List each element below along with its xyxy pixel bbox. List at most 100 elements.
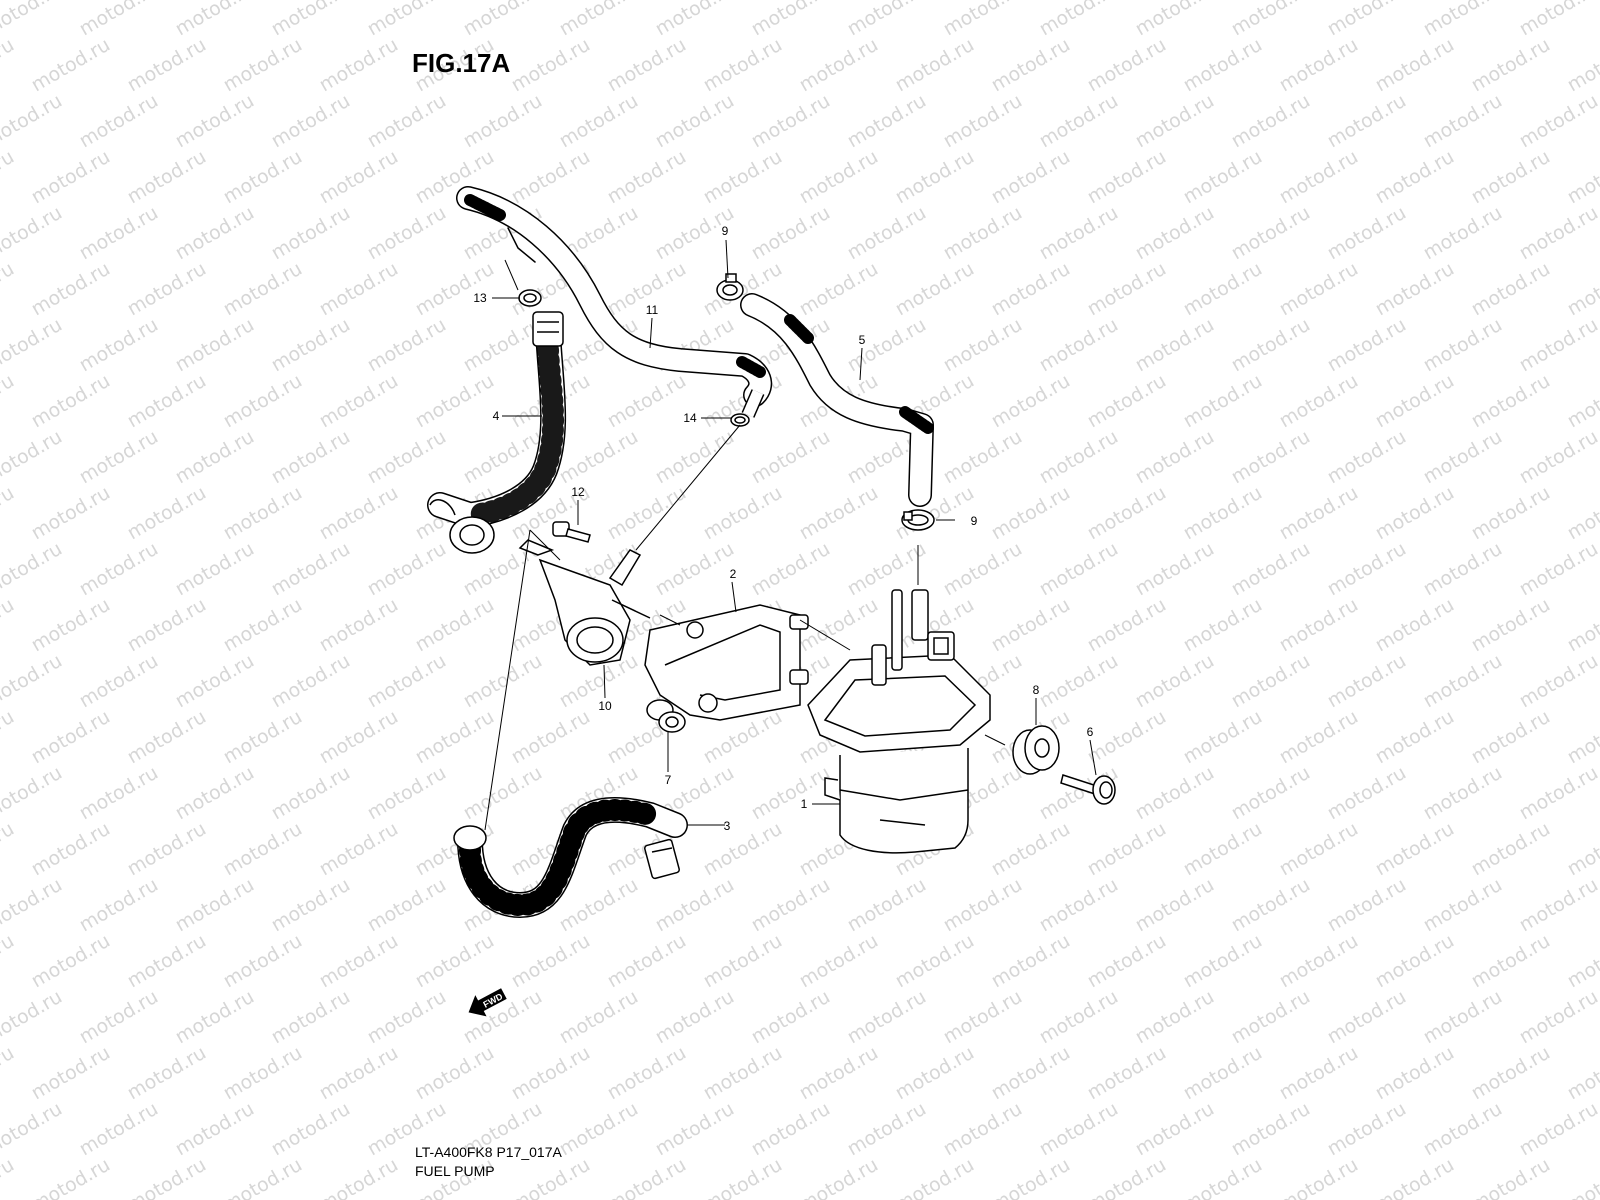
watermark-text: motod.ru (1564, 706, 1600, 769)
watermark-text: motod.ru (748, 874, 834, 937)
watermark-text: motod.ru (1084, 370, 1170, 433)
watermark-text: motod.ru (1228, 314, 1314, 377)
watermark-text: motod.ru (220, 146, 306, 209)
watermark-text: motod.ru (76, 202, 162, 265)
watermark-text: motod.ru (172, 90, 258, 153)
watermark-text: motod.ru (796, 930, 882, 993)
watermark-text: motod.ru (124, 706, 210, 769)
watermark-text: motod.ru (940, 90, 1026, 153)
watermark-text: motod.ru (652, 90, 738, 153)
section-name: FUEL PUMP (415, 1163, 495, 1179)
callout-9-upper: 9 (722, 224, 729, 238)
watermark-text: motod.ru (604, 370, 690, 433)
watermark-text: motod.ru (172, 538, 258, 601)
watermark-text: motod.ru (1420, 762, 1506, 825)
watermark-text: motod.ru (508, 1042, 594, 1105)
watermark-text: motod.ru (28, 1042, 114, 1105)
watermark-text: motod.ru (220, 482, 306, 545)
callout-2: 2 (730, 567, 737, 581)
watermark-text: motod.ru (1468, 706, 1554, 769)
watermark-text: motod.ru (172, 650, 258, 713)
watermark-text: motod.ru (1036, 202, 1122, 265)
watermark-text: motod.ru (1420, 90, 1506, 153)
watermark-text: motod.ru (940, 1098, 1026, 1161)
watermark-text: motod.ru (1228, 874, 1314, 937)
watermark-text: motod.ru (892, 1042, 978, 1105)
watermark-text: motod.ru (316, 34, 402, 97)
watermark-text: motod.ru (1564, 1154, 1600, 1200)
watermark-text: motod.ru (1468, 146, 1554, 209)
watermark-text: motod.ru (652, 538, 738, 601)
watermark-text: motod.ru (1420, 202, 1506, 265)
watermark-text: motod.ru (988, 34, 1074, 97)
callout-9-lower: 9 (971, 514, 978, 528)
watermark-text: motod.ru (172, 426, 258, 489)
watermark-text: motod.ru (1420, 0, 1506, 40)
watermark-text: motod.ru (604, 1154, 690, 1200)
watermark-text: motod.ru (508, 1154, 594, 1200)
watermark-text: motod.ru (364, 314, 450, 377)
watermark-text: motod.ru (796, 258, 882, 321)
clamp-13 (518, 289, 542, 307)
watermark-text: motod.ru (1564, 818, 1600, 881)
watermark-text: motod.ru (1180, 706, 1266, 769)
watermark-text: motod.ru (76, 650, 162, 713)
watermark-text: motod.ru (28, 930, 114, 993)
watermark-text: motod.ru (1276, 370, 1362, 433)
watermark-text: motod.ru (1036, 986, 1122, 1049)
clamp-9-lower (901, 509, 935, 531)
watermark-text: motod.ru (28, 146, 114, 209)
bolt-6 (1060, 774, 1116, 805)
figure-title: FIG.17A (412, 48, 511, 78)
watermark-text: motod.ru (988, 1154, 1074, 1200)
watermark-text: motod.ru (1276, 706, 1362, 769)
watermark-text: motod.ru (652, 986, 738, 1049)
watermark-text: motod.ru (1564, 1042, 1600, 1105)
watermark-text: motod.ru (652, 0, 738, 40)
watermark-text: motod.ru (412, 370, 498, 433)
watermark-text: motod.ru (1228, 426, 1314, 489)
callout-3: 3 (724, 819, 731, 833)
watermark-text: motod.ru (1372, 34, 1458, 97)
drawing-code: LT-A400FK8 P17_017A (415, 1144, 562, 1160)
watermark-text: motod.ru (844, 314, 930, 377)
watermark-text: motod.ru (988, 930, 1074, 993)
watermark-text: motod.ru (124, 1154, 210, 1200)
watermark-text: motod.ru (1228, 90, 1314, 153)
watermark-text: motod.ru (1228, 0, 1314, 40)
watermark-text: motod.ru (1420, 874, 1506, 937)
watermark-text: motod.ru (1276, 258, 1362, 321)
watermark-text: motod.ru (988, 818, 1074, 881)
watermark-text: motod.ru (892, 258, 978, 321)
watermark-text: motod.ru (1468, 1154, 1554, 1200)
watermark-text: motod.ru (1180, 1042, 1266, 1105)
watermark-text: motod.ru (28, 370, 114, 433)
watermark-text: motod.ru (0, 146, 18, 209)
watermark-text: motod.ru (1324, 874, 1410, 937)
watermark-text: motod.ru (1276, 482, 1362, 545)
callout-13: 13 (473, 291, 487, 305)
connector-3 (644, 838, 680, 880)
watermark-text: motod.ru (1564, 370, 1600, 433)
watermark-text: motod.ru (316, 818, 402, 881)
watermark-text: motod.ru (940, 314, 1026, 377)
watermark-text: motod.ru (124, 818, 210, 881)
callout-7: 7 (665, 773, 672, 787)
watermark-text: motod.ru (844, 90, 930, 153)
clamp-9-upper (716, 273, 744, 301)
watermark-text: motod.ru (1036, 650, 1122, 713)
watermark-text: motod.ru (508, 146, 594, 209)
watermark-text: motod.ru (1468, 594, 1554, 657)
watermark-text: motod.ru (28, 706, 114, 769)
watermark-text: motod.ru (604, 34, 690, 97)
watermark-text: motod.ru (0, 762, 66, 825)
watermark-text: motod.ru (1420, 650, 1506, 713)
watermark-text: motod.ru (748, 0, 834, 40)
watermark-text: motod.ru (220, 818, 306, 881)
watermark-text: motod.ru (892, 34, 978, 97)
callout-12: 11 (646, 303, 659, 317)
watermark-text: motod.ru (1516, 986, 1600, 1049)
watermark-text: motod.ru (1420, 538, 1506, 601)
